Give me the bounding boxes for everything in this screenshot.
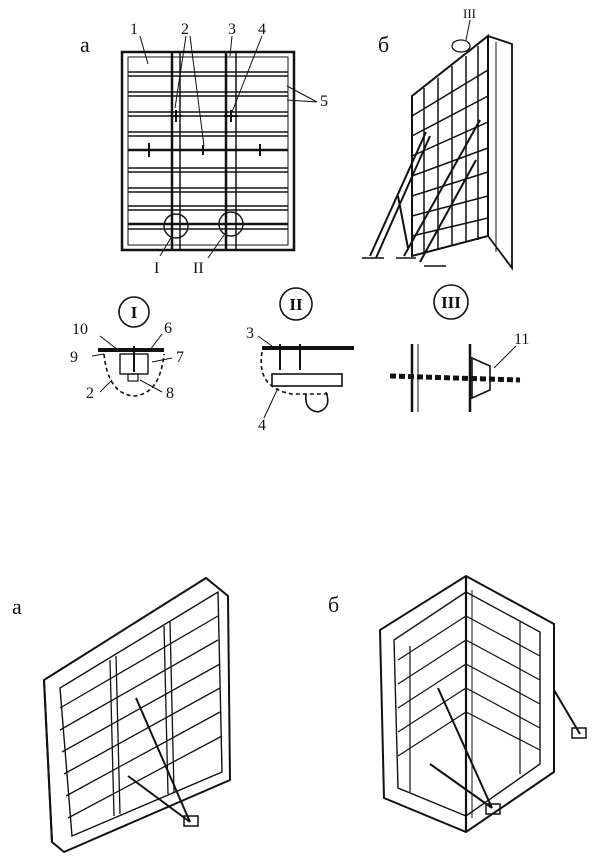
horizontal-ribs (128, 71, 288, 230)
detail-i-title: I (131, 303, 138, 322)
detail-ii-badge (279, 287, 313, 321)
bottom-panel-b: б (328, 574, 587, 834)
detail-i-callout-6: 6 (164, 320, 172, 337)
panel-a-letter: а (80, 32, 90, 57)
bottom-b-ribs (397, 615, 541, 792)
detail-mark-iii: III (463, 6, 476, 21)
detail-i-callout-7: 7 (176, 349, 184, 366)
detail-i-callout-9: 9 (70, 349, 78, 366)
detail-circle-ii (218, 211, 244, 237)
detail-iii-nut (471, 356, 491, 400)
detail-ii: II 3 4 (246, 287, 354, 434)
panel-b-ribs (411, 46, 489, 252)
detail-iii-title: III (441, 293, 461, 312)
detail-ii-handle (304, 391, 329, 413)
callout-1: 1 (130, 21, 138, 38)
detail-iii: III 11 (389, 284, 529, 412)
detail-ii-title: II (289, 295, 303, 314)
panel-b-base-feet (362, 257, 446, 267)
detail-i-callout-2: 2 (86, 385, 94, 402)
detail-iii-tie-rod (389, 373, 521, 383)
callout-2: 2 (181, 21, 189, 38)
detail-i-leaders (91, 333, 173, 393)
detail-i-callout-8: 8 (166, 385, 174, 402)
detail-iii-badge (433, 284, 469, 320)
bottom-a-braces (127, 697, 191, 823)
detail-ii-callout-4: 4 (258, 417, 266, 434)
callout-leaders-a (139, 35, 318, 259)
bottom-b-braces (429, 687, 581, 809)
bottom-a-foot (183, 815, 199, 827)
bottom-b-side-foot (571, 727, 587, 739)
bottom-a-ribs (59, 615, 223, 819)
detail-i: I 10 6 9 7 2 8 (70, 296, 184, 402)
panel-b-letter: б (378, 32, 389, 57)
detail-circle-iii (451, 39, 471, 53)
detail-ii-outline (260, 351, 330, 395)
detail-iii-callout-11: 11 (514, 331, 529, 348)
panel-b-braces (369, 119, 481, 263)
callout-3: 3 (228, 21, 236, 38)
panel-a-front-elevation: а 1 2 3 4 5 I II (80, 21, 328, 277)
bottom-a-outer-outline (42, 576, 232, 854)
panel-outer-frame (120, 50, 296, 252)
panel-b-perspective: б III (362, 6, 513, 271)
detail-ii-callout-3: 3 (246, 325, 254, 342)
bottom-panel-a-letter: а (12, 594, 22, 619)
detail-i-badge (118, 296, 150, 328)
detail-ii-leaders (257, 335, 279, 419)
tie-bolt-marks (142, 110, 266, 157)
callout-4: 4 (258, 21, 266, 38)
callout-5: 5 (320, 93, 328, 110)
bottom-panel-b-letter: б (328, 592, 339, 617)
detail-ii-wedge-clamp (271, 373, 343, 387)
bottom-panel-a: а (12, 576, 232, 854)
detail-i-callout-10: 10 (72, 321, 88, 338)
panel-b-back-leaf (487, 34, 513, 271)
detail-mark-i: I (154, 260, 159, 277)
detail-mark-ii: II (193, 260, 204, 277)
detail-i-outline (103, 353, 165, 397)
bottom-a-front-face (59, 590, 223, 838)
detail-circle-i (163, 213, 189, 239)
bottom-b-foot (485, 803, 501, 815)
